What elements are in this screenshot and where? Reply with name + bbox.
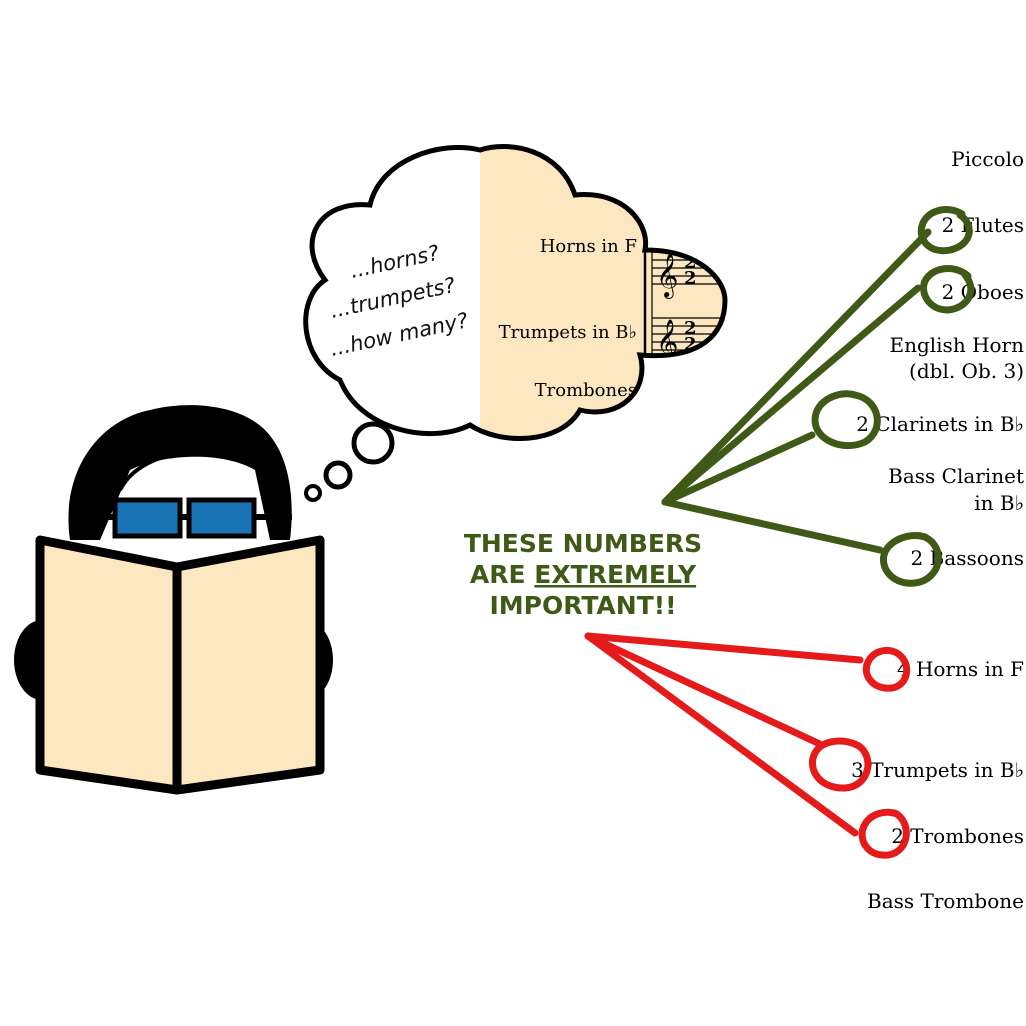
pointer-line-horns bbox=[584, 632, 864, 664]
instrument-trumpets: 3 Trumpets in B♭ bbox=[851, 758, 1024, 782]
treble-clef-icon: 𝄞 bbox=[656, 319, 678, 365]
pointer-line-oboes bbox=[661, 284, 922, 506]
callout-line-1: THESE NUMBERS bbox=[464, 529, 702, 558]
treble-clef-icon: 𝄞 bbox=[656, 253, 678, 299]
circle-oboes bbox=[920, 265, 975, 314]
pointer-line-flutes bbox=[661, 228, 932, 506]
woodwind-annotations bbox=[661, 206, 975, 587]
pointer-line-trumpets bbox=[584, 632, 826, 749]
circle-trombones bbox=[858, 808, 910, 859]
callout-emphasis: EXTREMELY bbox=[534, 560, 697, 589]
thought-bubble-small bbox=[304, 484, 322, 502]
pointer-line-trombones bbox=[584, 632, 859, 837]
callout-line-2: ARE EXTREMELY bbox=[470, 560, 697, 589]
instrument-flutes: 2 Flutes bbox=[942, 213, 1024, 237]
instrument-clarinets: 2 Clarinets in B♭ bbox=[856, 412, 1024, 436]
instrument-oboes: 2 Oboes bbox=[942, 280, 1024, 304]
instrument-bass-clarinet-key: in B♭ bbox=[974, 491, 1024, 515]
instrument-bass-clarinet: Bass Clarinet bbox=[888, 464, 1024, 488]
pointer-line-bassoons bbox=[661, 498, 884, 554]
glasses-icon bbox=[88, 497, 292, 539]
time-signature-bottom: 2 bbox=[684, 268, 697, 289]
instrument-english-horn: English Horn bbox=[889, 333, 1024, 357]
instrument-english-horn-note: (dbl. Ob. 3) bbox=[909, 359, 1024, 383]
callout-line-3: IMPORTANT!! bbox=[489, 591, 676, 620]
callout: THESE NUMBERS ARE EXTREMELY IMPORTANT!! bbox=[464, 529, 702, 620]
instrument-bassoons: 2 Bassoons bbox=[911, 546, 1024, 570]
score-row-trumpets: Trumpets in B♭ bbox=[499, 322, 637, 343]
circle-flutes bbox=[917, 206, 973, 255]
time-signature-top: 2 bbox=[684, 318, 697, 339]
instrument-horns: 4 Horns in F bbox=[897, 657, 1024, 681]
pointer-line-clarinets bbox=[661, 431, 816, 506]
callout-line-2-prefix: ARE bbox=[470, 560, 526, 589]
instrument-bass-trombone: Bass Trombone bbox=[867, 889, 1024, 913]
circle-clarinets bbox=[811, 390, 881, 450]
circle-bassoons bbox=[879, 532, 942, 587]
thought-bubble-large bbox=[351, 421, 395, 465]
instrument-list: Piccolo 2 Flutes 2 Oboes English Horn (d… bbox=[851, 147, 1024, 913]
score-row-horns: Horns in F bbox=[540, 236, 637, 257]
brass-annotations bbox=[584, 632, 911, 859]
circle-horns bbox=[862, 646, 911, 692]
thought-bubble-medium bbox=[323, 460, 353, 490]
instrument-piccolo: Piccolo bbox=[951, 147, 1024, 171]
instrument-trombones: 2 Trombones bbox=[891, 824, 1024, 848]
circle-trumpets bbox=[809, 737, 872, 792]
book-icon bbox=[35, 535, 325, 795]
thought-cloud: 𝄞 𝄞 2 2 2 2 Horns in F Trumpets in B♭ Tr… bbox=[303, 143, 728, 502]
reader-figure bbox=[14, 405, 333, 795]
score-row-trombones: Trombones bbox=[535, 380, 637, 401]
